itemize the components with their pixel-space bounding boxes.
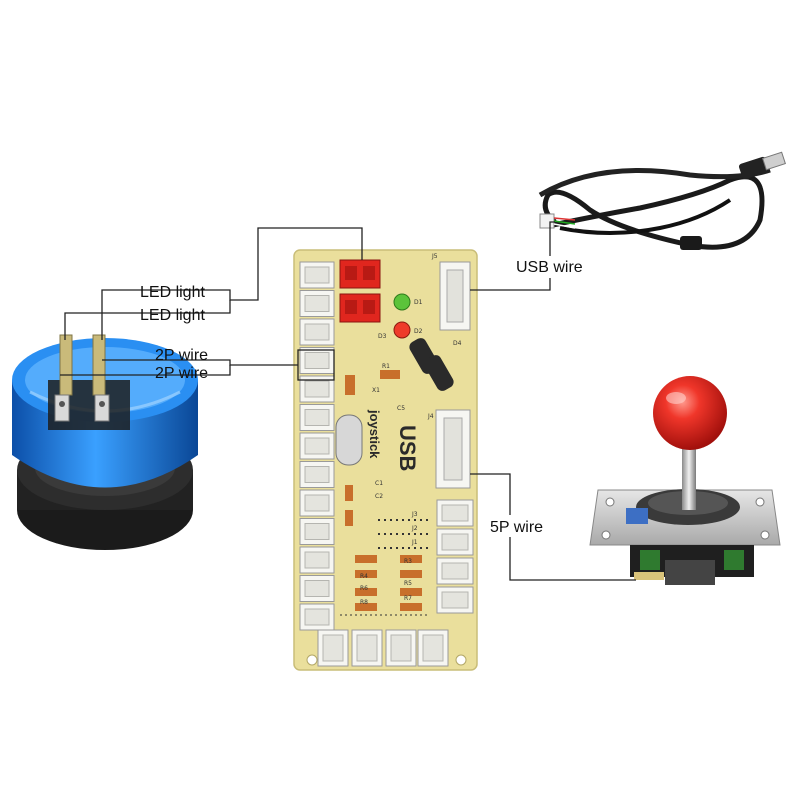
button-connector: [417, 629, 449, 667]
button-connector: [299, 461, 335, 488]
label-2p-wire-1: 2P wire: [155, 347, 208, 364]
silk-c5: C5: [397, 405, 405, 412]
encoder-board-icon: USB joystick J5 J4 J3 J2 J1 D1 D2 D3 D4 …: [293, 249, 478, 671]
button-connector: [299, 546, 335, 574]
silk-j5: J5: [431, 253, 438, 260]
leader-2p-1: [102, 359, 298, 366]
leader-2p-2: [60, 365, 231, 376]
arcade-button-icon: [12, 334, 198, 550]
silk-d2: D2: [414, 328, 423, 335]
button-connector: [299, 489, 335, 517]
silk-j3: J3: [411, 511, 418, 518]
silk-r1: R1: [382, 363, 390, 370]
label-led-light-1: LED light: [140, 284, 205, 301]
board-subtitle: joystick: [367, 409, 382, 459]
button-connector: [385, 629, 417, 667]
silk-d1: D1: [414, 299, 423, 306]
label-usb-wire: USB wire: [516, 259, 583, 276]
leader-led-1: [101, 227, 363, 340]
joystick-icon: [589, 376, 781, 585]
button-connector: [436, 557, 474, 585]
silk-c2: C2: [375, 493, 383, 500]
button-connector: [299, 432, 335, 460]
label-5p-wire: 5P wire: [490, 519, 543, 536]
button-connector: [351, 629, 383, 667]
button-connector: [299, 261, 335, 289]
silk-j1: J1: [411, 539, 418, 546]
silk-d3: D3: [378, 333, 387, 340]
leader-led-2: [64, 300, 231, 340]
silk-r5: R5: [404, 580, 412, 587]
silk-r7: R7: [404, 595, 412, 602]
board-title: USB: [395, 425, 420, 471]
silk-r6: R6: [360, 585, 368, 592]
button-connector: [299, 575, 335, 602]
leader-lines: [60, 221, 636, 581]
button-connector: [436, 499, 474, 527]
silk-c1: C1: [375, 480, 383, 487]
leader-2p-box: [297, 349, 335, 381]
button-connector: [436, 528, 474, 556]
silk-r4: R4: [360, 573, 368, 580]
button-connector: [299, 518, 335, 545]
button-connector: [436, 586, 474, 614]
silk-r3: R3: [404, 558, 412, 565]
button-connector: [299, 347, 335, 374]
label-led-light-2: LED light: [140, 307, 205, 324]
silk-j4: J4: [427, 413, 434, 420]
label-2p-wire-2: 2P wire: [155, 365, 208, 382]
usb-cable-icon: [538, 151, 786, 250]
button-connector: [299, 290, 335, 317]
silk-d4: D4: [453, 340, 462, 347]
button-connector: [299, 404, 335, 431]
button-connector: [299, 603, 335, 631]
silk-j2: J2: [411, 525, 418, 532]
button-connector: [299, 318, 335, 346]
silk-r8: R8: [360, 599, 368, 606]
silk-x1: X1: [372, 387, 380, 394]
button-connector: [317, 629, 349, 667]
